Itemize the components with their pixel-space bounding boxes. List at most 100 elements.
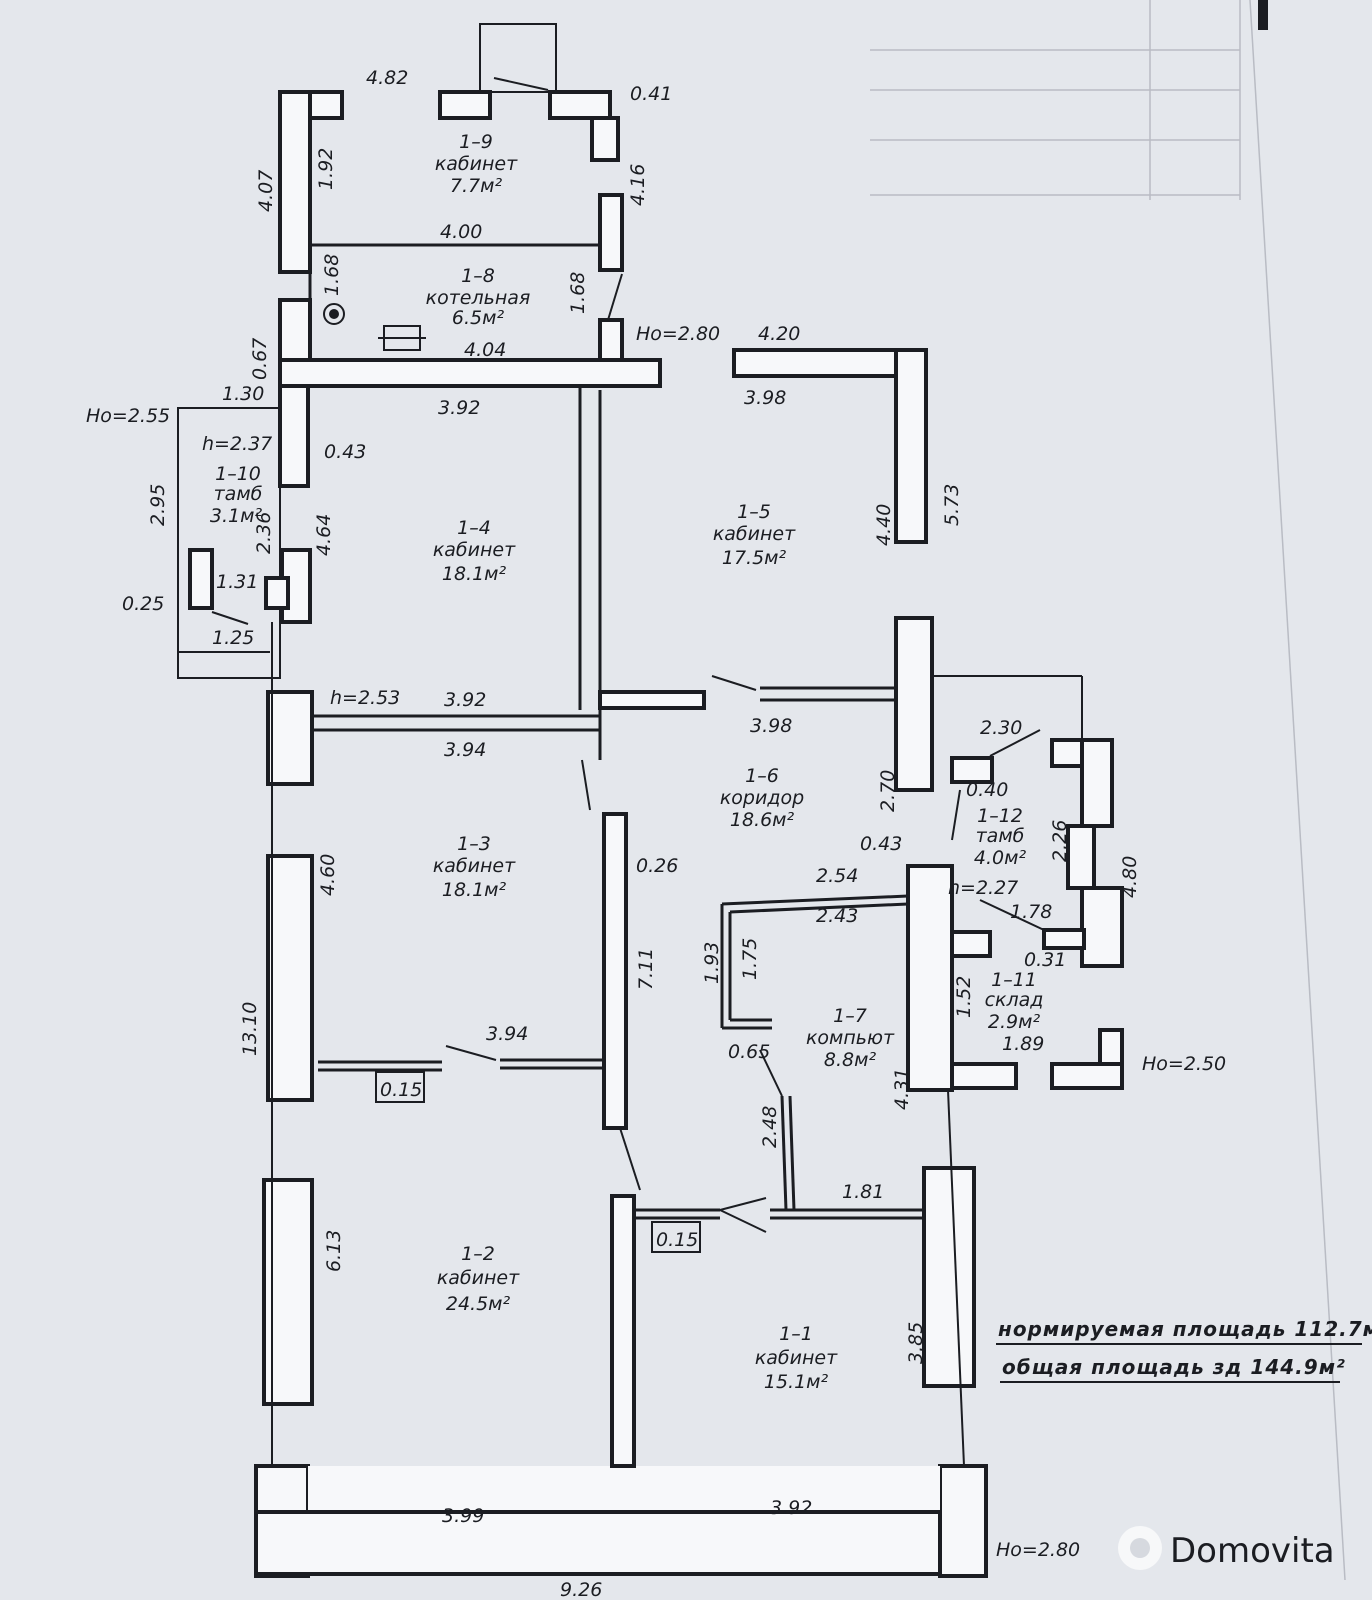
room-name: кабинет bbox=[437, 1267, 520, 1289]
dimension-label: 1.68 bbox=[567, 272, 589, 314]
dimension-label: 1.52 bbox=[953, 976, 975, 1018]
dimension-label: 1.78 bbox=[1010, 901, 1052, 923]
room-name: кабинет bbox=[433, 855, 516, 877]
watermark-logo: Domovita bbox=[1118, 1526, 1335, 1571]
dimension-label: 7.11 bbox=[635, 948, 657, 990]
dimension-label: 4.64 bbox=[313, 514, 335, 556]
dimension-label: 3.92 bbox=[444, 689, 486, 711]
room-number: 1–11 bbox=[991, 969, 1037, 991]
dimension-label: 4.80 bbox=[1119, 856, 1141, 898]
room-1-3: 1–3 кабинет 18.1м² bbox=[433, 833, 516, 901]
dimension-label: 4.31 bbox=[891, 1068, 913, 1110]
dimension-labels: 4.82 0.41 4.07 1.92 4.16 4.00 1.68 1.68 … bbox=[86, 67, 1226, 1600]
room-area: 6.5м² bbox=[452, 307, 505, 329]
dimension-label: 3.99 bbox=[442, 1505, 484, 1527]
dimension-label: 0.40 bbox=[966, 779, 1008, 801]
dimension-label: 4.04 bbox=[464, 339, 506, 361]
room-area: 3.1м² bbox=[210, 505, 263, 527]
dimension-label: 2.54 bbox=[816, 865, 858, 887]
dimension-label: h=2.53 bbox=[330, 687, 400, 709]
room-1-8: 1–8 котельная 6.5м² bbox=[426, 265, 531, 329]
dimension-label: 2.36 bbox=[253, 512, 275, 554]
dimension-label: 4.60 bbox=[317, 854, 339, 896]
room-1-5: 1–5 кабинет 17.5м² bbox=[713, 501, 796, 569]
dimension-label: 0.65 bbox=[728, 1041, 770, 1063]
watermark-text: Domovita bbox=[1170, 1531, 1335, 1571]
room-number: 1–12 bbox=[977, 805, 1023, 827]
dimension-label: 6.13 bbox=[323, 1230, 345, 1272]
dimension-label: 13.10 bbox=[239, 1002, 261, 1056]
dimension-label: 1.92 bbox=[315, 148, 337, 190]
room-1-1: 1–1 кабинет 15.1м² bbox=[755, 1323, 838, 1393]
dimension-label: 4.00 bbox=[440, 221, 482, 243]
room-area: 8.8м² bbox=[824, 1049, 877, 1071]
room-name: кабинет bbox=[433, 539, 516, 561]
room-number: 1–4 bbox=[457, 517, 491, 539]
dimension-label: 1.93 bbox=[701, 942, 723, 984]
dimension-label: 1.31 bbox=[216, 571, 258, 593]
normalized-area-text: нормируемая площадь 112.7м bbox=[998, 1317, 1372, 1341]
room-name: коридор bbox=[720, 787, 804, 809]
room-area: 7.7м² bbox=[450, 175, 503, 197]
room-name: кабинет bbox=[713, 523, 796, 545]
paper-grid bbox=[870, 0, 1346, 1581]
dimension-label: 4.16 bbox=[627, 164, 649, 206]
total-area-text: общая площадь зд 144.9м² bbox=[1002, 1355, 1346, 1379]
dimension-box bbox=[375, 1071, 425, 1103]
dimension-label: 2.95 bbox=[147, 484, 169, 526]
dimension-label: 1.75 bbox=[739, 938, 761, 980]
dimension-label: 0.15 bbox=[656, 1229, 698, 1251]
dimension-label: 0.67 bbox=[249, 338, 271, 380]
room-area: 2.9м² bbox=[988, 1011, 1041, 1033]
room-1-10: 1–10 тамб 3.1м² bbox=[210, 463, 263, 527]
room-name: кабинет bbox=[435, 153, 518, 175]
dimension-label: Но=2.80 bbox=[996, 1539, 1080, 1561]
room-area: 18.1м² bbox=[442, 563, 507, 585]
room-1-6: 1–6 коридор 18.6м² bbox=[720, 765, 804, 831]
dimension-label: 4.40 bbox=[873, 504, 895, 546]
room-number: 1–9 bbox=[459, 131, 493, 153]
dimension-label: 5.73 bbox=[941, 484, 963, 526]
dimension-label: 2.48 bbox=[759, 1106, 781, 1148]
dimension-label: 1.25 bbox=[212, 627, 254, 649]
area-summary: нормируемая площадь 112.7м общая площадь… bbox=[996, 1317, 1372, 1383]
room-area: 15.1м² bbox=[764, 1371, 829, 1393]
room-name: тамб bbox=[976, 825, 1025, 847]
dimension-label: 3.98 bbox=[750, 715, 792, 737]
dimension-label: 1.30 bbox=[222, 383, 264, 405]
room-labels: 1–9 кабинет 7.7м² 1–8 котельная 6.5м² 1–… bbox=[210, 131, 1044, 1393]
dimension-label: 2.30 bbox=[980, 717, 1022, 739]
dimension-box bbox=[651, 1221, 701, 1253]
dimension-label: 0.31 bbox=[1024, 949, 1066, 971]
room-area: 18.6м² bbox=[730, 809, 795, 831]
room-number: 1–3 bbox=[457, 833, 491, 855]
dimension-label: 2.43 bbox=[816, 905, 858, 927]
room-name: кабинет bbox=[755, 1347, 838, 1369]
partitions bbox=[211, 77, 1045, 1468]
dimension-label: 4.82 bbox=[366, 67, 408, 89]
room-name: компьют bbox=[806, 1027, 895, 1049]
dimension-label: 3.85 bbox=[905, 1322, 927, 1364]
room-number: 1–5 bbox=[737, 501, 771, 523]
dimension-label: Но=2.55 bbox=[86, 405, 170, 427]
dimension-label: 0.43 bbox=[860, 833, 902, 855]
dimension-label: 1.81 bbox=[842, 1181, 884, 1203]
room-1-12: 1–12 тамб 4.0м² bbox=[974, 805, 1027, 869]
room-number: 1–2 bbox=[461, 1243, 495, 1265]
dimension-label: 1.89 bbox=[1002, 1033, 1044, 1055]
dimension-label: 0.25 bbox=[122, 593, 164, 615]
dimension-label: 3.94 bbox=[444, 739, 486, 761]
dimension-label: Но=2.80 bbox=[636, 323, 720, 345]
room-1-4: 1–4 кабинет 18.1м² bbox=[433, 517, 516, 585]
room-area: 4.0м² bbox=[974, 847, 1027, 869]
room-area: 17.5м² bbox=[722, 547, 787, 569]
dimension-label: 0.43 bbox=[324, 441, 366, 463]
room-number: 1–7 bbox=[833, 1005, 867, 1027]
room-name: склад bbox=[985, 989, 1044, 1011]
dimension-label: 0.15 bbox=[380, 1079, 422, 1101]
room-1-9: 1–9 кабинет 7.7м² bbox=[435, 131, 518, 197]
dimension-label: Но=2.50 bbox=[1142, 1053, 1226, 1075]
dimension-label: h=2.37 bbox=[202, 433, 272, 455]
